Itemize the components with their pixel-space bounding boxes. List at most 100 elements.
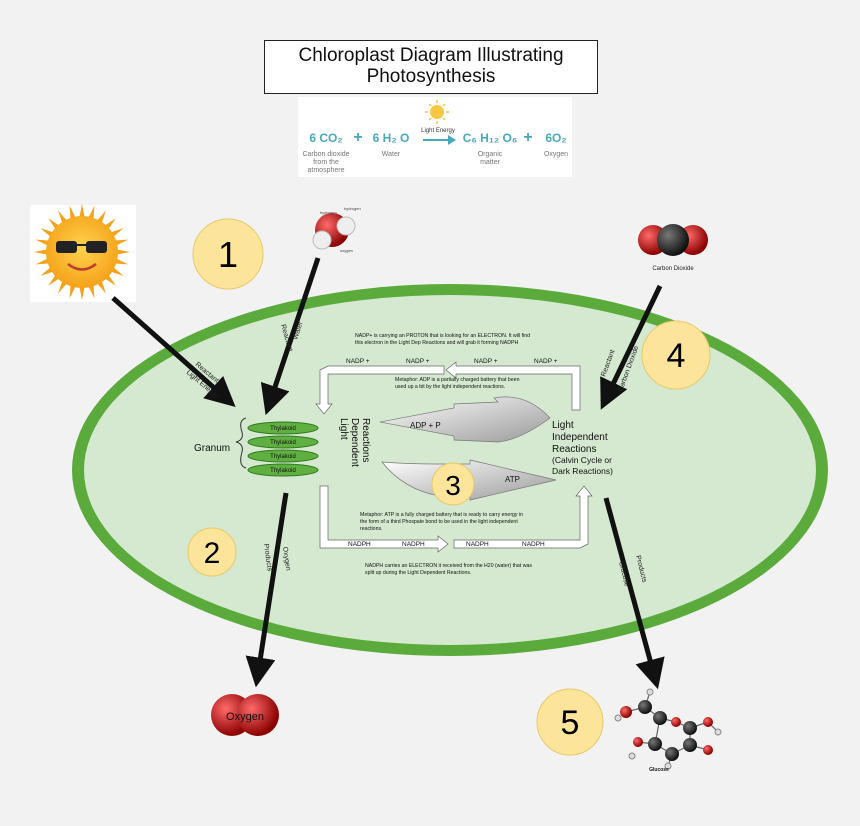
eq-light-energy: Light Energy [421, 128, 455, 134]
atp-note-3: reactions. [360, 526, 383, 532]
oxygen-products-label: Products [262, 543, 273, 572]
eq-o2: 6O₂ [545, 131, 566, 145]
nadph-label-3: NADPH [466, 541, 489, 548]
atp-note-2: the form of a third Phospate bond to be … [360, 519, 518, 525]
ldr-line-1: Light [338, 418, 349, 440]
step-2-circle [187, 527, 237, 577]
lir-line-4: (Calvin Cycle or [552, 455, 612, 465]
small-sun-icon [425, 100, 449, 124]
water-molecule-icon: hydrogen hydrogen oxygen [312, 206, 361, 253]
nadp-left-arrow [315, 365, 445, 415]
lir-line-5: Dark Reactions) [552, 466, 613, 476]
step-1-circle [192, 218, 264, 290]
nadp-right-arrow [445, 361, 581, 411]
thylakoid-3 [247, 449, 319, 463]
nadph-pathway [319, 485, 593, 553]
thylakoid-4-label: Thylakoid [270, 468, 296, 474]
water-label-oxygen: oxygen [340, 248, 353, 253]
photosynthesis-equation: 6 CO₂ + 6 H₂ O Light Energy C₆ H₁₂ O₆ + … [302, 100, 568, 174]
eq-h2o: 6 H₂ O [373, 131, 410, 145]
step-1-number: 1 [218, 234, 238, 275]
light-independent-reactions: Light Independent Reactions (Calvin Cycl… [552, 420, 613, 476]
title-line-2: Photosynthesis [366, 66, 496, 87]
adp-arrow [379, 396, 551, 443]
light-energy-arrow [111, 296, 236, 407]
sun-ray [79, 284, 85, 300]
glucose-product-arrow [603, 497, 665, 690]
carbon-dioxide-molecule-icon: Carbon Dioxide [638, 224, 708, 272]
granum: Granum Thylakoid Thylakoid Thylakoid Thy… [194, 417, 319, 477]
nadph-right-arrow [453, 485, 593, 549]
eq-co2-note-2: from the [313, 159, 339, 166]
nadp-label-3: NADP + [474, 358, 498, 365]
nadph-label-4: NADPH [522, 541, 545, 548]
nadph-note-1: NADPH carries an ELECTRON it received fr… [365, 563, 532, 569]
adp-note-2: used up a bit by the light independent r… [395, 384, 505, 390]
sun-ray [114, 249, 130, 255]
sun-ray [34, 249, 50, 255]
eq-plus-1: + [353, 129, 362, 146]
nadp-note-1: NADP+ is carrying an PROTON that is look… [355, 333, 530, 339]
water-arrow [260, 257, 321, 416]
ldr-line-3: Reactions [360, 418, 371, 462]
granum-brace [235, 417, 247, 469]
nadp-label-1: NADP + [346, 358, 370, 365]
ldr-line-2: Dependent [349, 418, 360, 467]
light-dependent-reactions: Light Dependent Reactions [338, 418, 371, 467]
eq-yield-arrow [423, 135, 456, 145]
step-5-number: 5 [561, 704, 580, 742]
title-line-1: Chloroplast Diagram Illustrating [298, 45, 564, 66]
nadph-label-2: NADPH [402, 541, 425, 548]
sun-with-sunglasses-icon [34, 204, 130, 300]
nadp-labels: NADP + NADP + NADP + NADP + [346, 358, 558, 365]
cycle-notes: NADP+ is carrying an PROTON that is look… [355, 333, 532, 576]
atp-note-1: Metaphor: ATP is a fully charged battery… [360, 512, 523, 518]
adp-note-1: Metaphor: ADP is a partially charged bat… [395, 377, 520, 383]
step-2-number: 2 [204, 537, 221, 570]
lir-line-3: Reactions [552, 444, 596, 455]
nadph-left-arrow [319, 485, 449, 553]
adp-label: ADP + P [410, 421, 441, 430]
thylakoid-1-label: Thylakoid [270, 426, 296, 432]
water-label-hydrogen-1: hydrogen [320, 210, 337, 215]
oxygen-arrow-label: Oxygen [281, 546, 291, 571]
lir-line-2: Independent [552, 432, 608, 443]
granum-label: Granum [194, 443, 230, 454]
eq-glucose-note-1: Organic [478, 151, 503, 158]
nadph-note-2: split up during the Light Dependent Reac… [365, 570, 471, 576]
nadph-labels: NADPH NADPH NADPH NADPH [348, 541, 545, 548]
step-4-circle [641, 320, 711, 390]
nadph-label-1: NADPH [348, 541, 371, 548]
eq-co2-note-3: atmosphere [308, 167, 345, 174]
nadp-label-4: NADP + [534, 358, 558, 365]
oxygen-product-arrow [245, 492, 289, 688]
step-5-circle [536, 688, 604, 756]
co2-molecule-label: Carbon Dioxide [652, 266, 694, 272]
carbon-dioxide-arrow [600, 284, 663, 410]
sun-ray [79, 204, 85, 220]
eq-co2: 6 CO₂ [309, 131, 342, 145]
eq-co2-note-1: Carbon dioxide [302, 151, 349, 158]
glucose-molecule-icon: Glucose [614, 688, 722, 773]
eq-glucose-note-2: matter [480, 159, 501, 166]
eq-h2o-note: Water [382, 151, 401, 158]
nadp-label-2: NADP + [406, 358, 430, 365]
lir-line-1: Light [552, 420, 574, 431]
thylakoid-4 [247, 463, 319, 477]
oxygen-molecule-icon: Oxygen [211, 694, 279, 736]
thylakoid-2-label: Thylakoid [270, 440, 296, 446]
thylakoid-1 [247, 421, 319, 435]
step-4-number: 4 [667, 337, 686, 375]
nadp-return-pathway [315, 361, 581, 415]
eq-o2-note: Oxygen [544, 151, 568, 158]
diagram-title: Chloroplast Diagram Illustrating Photosy… [264, 40, 598, 94]
step-3-number: 3 [445, 470, 461, 501]
eq-plus-2: + [523, 129, 532, 146]
oxygen-molecule-label: Oxygen [226, 711, 264, 723]
step-markers: 1 2 4 5 [187, 218, 711, 756]
nadp-note-2: this electron in the Light Dep Reactions… [355, 340, 518, 346]
water-label-hydrogen-2: hydrogen [344, 206, 361, 211]
glucose-molecule-label: Glucose [649, 767, 669, 773]
